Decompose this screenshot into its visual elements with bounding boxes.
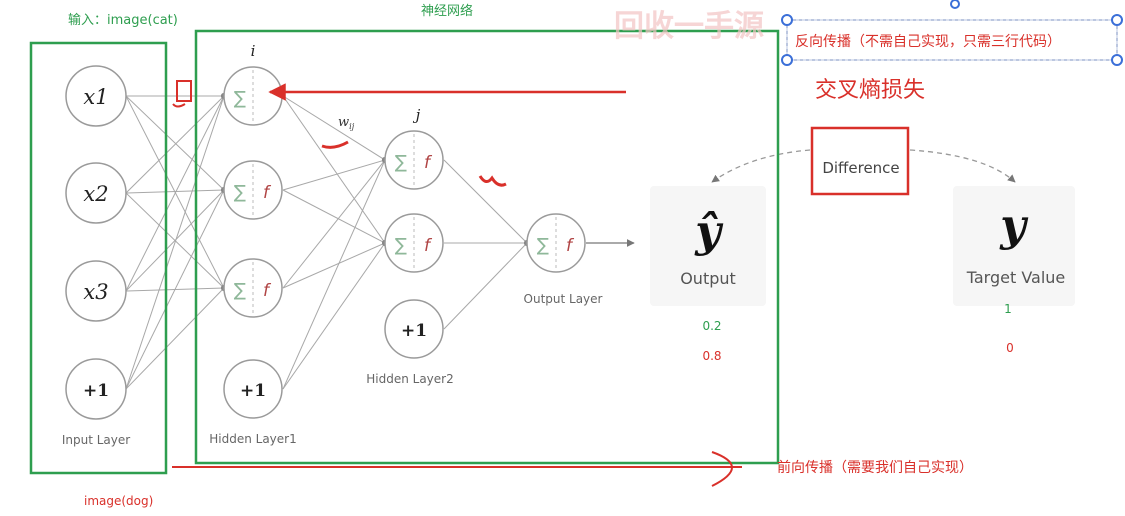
difference-arrow-right xyxy=(909,149,1016,183)
hidden2-neuron-2-sum: ∑ xyxy=(395,235,407,256)
forward-note: 前向传播（需要我们自己实现） xyxy=(777,459,973,476)
backprop-note: 反向传播（不需自己实现，只需三行代码） xyxy=(795,34,1061,50)
input-node-x1 xyxy=(65,65,127,127)
edge-in3-h12 xyxy=(125,287,225,390)
hidden2-bias-label: +1 xyxy=(401,321,427,341)
edge-h11-h20 xyxy=(282,159,386,191)
target-panel: y Target Value 1 0 xyxy=(953,186,1075,355)
edge-h10-h21 xyxy=(282,95,386,244)
selection-handle-br xyxy=(1111,54,1123,66)
edge-h11-h21 xyxy=(282,189,386,244)
dog-label: image(dog) xyxy=(84,494,153,508)
weight-label: wij xyxy=(338,115,355,131)
hidden-layer2-label: Hidden Layer2 xyxy=(366,372,454,386)
hidden-layer-2: ∑ f ∑ f +1 Hidden Layer2 j wij xyxy=(338,106,454,386)
edge-in2-h10 xyxy=(125,95,225,292)
output-neuron-f: f xyxy=(566,236,575,256)
output-symbol: ŷ xyxy=(694,206,724,257)
backprop-textbox-selection xyxy=(786,19,1118,61)
hidden-layer-1: ∑ ∑ f ∑ f +1 Hidden Layer1 i xyxy=(209,42,297,446)
input-layer: x1 x2 x3 +1 Input Layer xyxy=(62,65,130,447)
input-node-x3-label: x3 xyxy=(83,280,108,304)
edge-in3-h11 xyxy=(125,189,225,390)
network-edges xyxy=(125,93,530,390)
output-layer: ∑ f Output Layer xyxy=(524,213,635,306)
edge-in2-h11 xyxy=(125,189,225,292)
difference-label: Difference xyxy=(822,159,899,177)
target-label: Target Value xyxy=(966,268,1066,287)
input-node-bias xyxy=(65,358,127,420)
output-label: Output xyxy=(680,269,736,288)
edge-in0-h11 xyxy=(125,95,225,191)
output-panel-bg xyxy=(650,186,766,306)
hidden1-neuron-3-f: f xyxy=(263,281,272,301)
forward-arrow-head xyxy=(711,451,733,487)
hidden2-bias xyxy=(384,299,444,359)
selection-handle-tl xyxy=(781,14,793,26)
hidden1-bias-label: +1 xyxy=(240,381,266,401)
neural-network-box xyxy=(194,29,780,465)
target-panel-bg xyxy=(953,186,1075,306)
input-image-box xyxy=(29,41,168,475)
edge-in3-h10 xyxy=(125,95,225,390)
output-layer-label: Output Layer xyxy=(524,292,603,306)
edge-h12-h21 xyxy=(282,242,386,289)
edge-h10-h20 xyxy=(282,95,386,161)
output-value-1: 0.8 xyxy=(702,349,721,363)
input-layer-label: Input Layer xyxy=(62,433,130,447)
hidden1-neuron-1-sum: ∑ xyxy=(234,88,246,109)
input-node-x3 xyxy=(65,260,127,322)
edge-in1-h10 xyxy=(125,95,225,194)
hidden1-bias xyxy=(223,359,283,419)
hidden1-neuron-2-f: f xyxy=(263,183,272,203)
hidden2-neuron-1-sum: ∑ xyxy=(395,152,407,173)
difference-arrow-left xyxy=(711,149,811,183)
hidden-layer1-label: Hidden Layer1 xyxy=(209,432,297,446)
gradient-mark-box xyxy=(176,80,192,102)
edge-h20-out0 xyxy=(443,159,528,244)
edge-h13-h20 xyxy=(282,159,386,390)
input-node-x2 xyxy=(65,162,127,224)
gradient-scribble xyxy=(172,103,186,108)
index-j-label: j xyxy=(413,106,421,124)
target-symbol: y xyxy=(999,200,1029,251)
edge-h22-out0 xyxy=(443,242,528,330)
output-neuron-sum: ∑ xyxy=(537,235,549,256)
difference-box xyxy=(810,126,910,196)
hidden2-neuron-1-f: f xyxy=(424,153,433,173)
selection-handle-rotate xyxy=(950,0,960,9)
output-value-0: 0.2 xyxy=(702,319,721,333)
weight-scribble xyxy=(321,140,349,149)
output-panel: ŷ Output 0.2 0.8 xyxy=(650,186,766,363)
target-value-0: 1 xyxy=(1004,302,1012,316)
hidden1-neuron-2-sum: ∑ xyxy=(234,182,246,203)
target-value-1: 0 xyxy=(1006,341,1014,355)
index-i-label: i xyxy=(251,42,256,60)
edge-h13-h21 xyxy=(282,242,386,390)
selection-handle-bl xyxy=(781,54,793,66)
watermark-text: 回收一手源 xyxy=(614,9,764,44)
selection-handle-tr xyxy=(1111,14,1123,26)
edge-in1-h11 xyxy=(125,189,225,194)
input-node-x1-label: x1 xyxy=(83,85,108,109)
input-cat-label: 输入：image(cat) xyxy=(68,12,178,28)
neural-network-title: 神经网络 xyxy=(421,3,473,19)
cross-entropy-label: 交叉熵损失 xyxy=(815,78,925,103)
hidden2-scribble xyxy=(478,175,507,187)
input-node-x2-label: x2 xyxy=(83,182,108,206)
hidden1-neuron-3-sum: ∑ xyxy=(234,280,246,301)
edge-h12-h20 xyxy=(282,159,386,289)
hidden2-neuron-2-f: f xyxy=(424,236,433,256)
input-node-bias-label: +1 xyxy=(83,381,109,401)
